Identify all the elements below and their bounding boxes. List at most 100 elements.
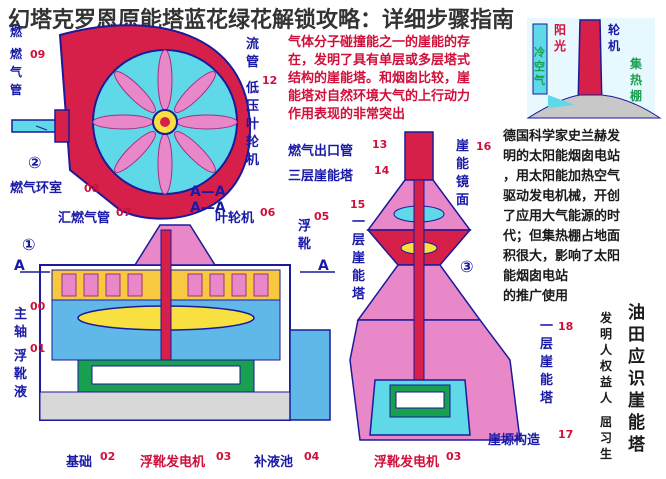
outlet-label: 燃气出口管 — [288, 143, 353, 159]
burner-label: 燃 — [10, 24, 23, 39]
desc-line-4: 能塔对自然环境大气的上行动力 — [288, 88, 470, 104]
combustion-ring-num: 08 — [84, 182, 99, 195]
mirror-num: 16 — [476, 140, 492, 153]
inventor-char-7: 屈 — [600, 415, 612, 429]
float-boot-label-2: 靴 — [298, 236, 311, 252]
fuel-pipe-label-2: 气 — [9, 64, 22, 79]
lp-impeller-label-2: 压 — [246, 99, 259, 114]
lp-impeller-label-5: 机 — [246, 152, 259, 168]
fuel-nozzle — [54, 109, 70, 143]
impeller-blades — [92, 49, 238, 195]
single-right-label-3: 崖 — [540, 354, 553, 370]
right-line-7: 积很大，影响了太阳 — [503, 248, 620, 264]
tower-diagram — [349, 131, 521, 441]
solar-chimney-diagram: 阳 光 冷 空 气 轮 机 集 热 棚 — [526, 18, 662, 119]
mirror-label-4: 面 — [456, 193, 469, 208]
triple-num: 14 — [374, 164, 390, 177]
lp-impeller-label-1: 低 — [245, 80, 259, 96]
vtitle-char-6: 能 — [628, 412, 645, 433]
shaft-label-1: 主 — [14, 306, 27, 322]
refill-pool-shape — [289, 329, 331, 421]
tower-generator-core — [395, 391, 445, 409]
float-liquid-label-2: 靴 — [14, 366, 27, 382]
sunlight-label-1: 阳 — [554, 22, 566, 37]
right-line-5: 了应用大气能源的时 — [503, 208, 620, 224]
float-liquid-label-1: 浮 — [14, 348, 27, 364]
shaft-num: 00 — [30, 300, 46, 313]
inventor-char-3: 人 — [600, 342, 613, 357]
outlet-num: 13 — [372, 138, 387, 151]
inventor-char-1: 发 — [599, 310, 613, 325]
turbine-top-view — [11, 24, 252, 220]
vtitle-char-4: 识 — [628, 369, 645, 389]
right-line-4: 驱动发电机械，开创 — [503, 188, 620, 204]
impeller-label: 叶轮机 — [215, 210, 254, 226]
combustion-ring-label: 燃气环室 — [10, 180, 62, 196]
collector-pipe-num: 07 — [116, 206, 131, 219]
tower-generator-num: 03 — [446, 450, 461, 463]
impeller-num: 06 — [260, 206, 276, 219]
flow-pipe-label-1: 流 — [246, 36, 259, 52]
description-top: 气体分子碰撞能之一的崖能的存 在，发明了具有单层或多层塔式 结构的崖能塔。和烟囱… — [288, 34, 470, 122]
collector-label-3: 棚 — [630, 88, 642, 103]
float-liquid-label-3: 液 — [14, 384, 27, 400]
triple-label: 三层崖能塔 — [288, 168, 354, 184]
single-left-label-1: 一 — [352, 215, 365, 230]
desc-line-2: 在，发明了具有单层或多层塔式 — [288, 52, 470, 68]
fuel-pipe-label-3: 管 — [10, 82, 22, 97]
vtitle-char-7: 塔 — [628, 434, 646, 455]
collector-label-2: 热 — [630, 72, 642, 87]
single-left-label-2: 层 — [352, 233, 365, 248]
section-label-top: A—A — [190, 184, 226, 200]
cold-air-label-3: 气 — [533, 73, 545, 87]
lp-impeller-num: 12 — [262, 74, 277, 87]
single-left-label-5: 塔 — [352, 286, 366, 302]
view-3-label: ③ — [460, 257, 474, 276]
right-line-2: 明的太阳能烟囱电站 — [503, 148, 620, 164]
base-label: 基础 — [65, 454, 92, 470]
inventor-char-2: 明 — [600, 327, 612, 341]
a-right-label: A — [318, 258, 329, 274]
cross-section-diagram — [20, 224, 335, 421]
inventor-credit: 发 明 人 权 益 人 屈 习 生 — [599, 310, 613, 461]
section-label-bottom: A—A — [190, 200, 226, 216]
mirror-label-3: 镜 — [456, 174, 469, 190]
single-right-label-4: 能 — [540, 372, 553, 388]
refill-pool-num: 04 — [304, 450, 320, 463]
foundation-label: 崖塬构造 — [488, 432, 541, 448]
mirror-label-1: 崖 — [456, 138, 469, 154]
single-left-label-3: 崖 — [352, 250, 365, 266]
generator-num: 03 — [216, 450, 231, 463]
turbine-label-2: 机 — [608, 38, 620, 53]
vtitle-char-3: 应 — [628, 346, 645, 367]
impeller-row — [61, 273, 269, 297]
single-right-label-2: 层 — [540, 337, 553, 352]
mirror-label-2: 能 — [456, 156, 469, 172]
right-line-6: 代；但集热棚占地面 — [502, 228, 620, 244]
collector-pipe-shape — [133, 224, 217, 266]
inventor-char-6: 人 — [600, 390, 613, 405]
right-line-9: 的推广使用 — [503, 288, 568, 304]
shaft-label-2: 轴 — [14, 324, 27, 340]
refill-pool-label: 补液池 — [253, 454, 293, 470]
right-line-3: ，用太阳能加热空气 — [503, 168, 620, 184]
float-boot-label-1: 浮 — [298, 218, 311, 234]
cold-air-label-1: 冷 — [534, 45, 545, 59]
tower-central-shaft — [413, 179, 425, 381]
vtitle-char-2: 田 — [628, 325, 645, 345]
desc-line-3: 结构的崖能塔。和烟囱比较，崖 — [288, 70, 470, 86]
fuel-pipe-label-1: 燃 — [10, 46, 23, 61]
cold-air-stream — [532, 23, 548, 95]
base-shape — [39, 391, 291, 421]
single-right-label-5: 塔 — [540, 390, 554, 406]
single-left-num: 15 — [350, 198, 365, 211]
float-liquid-num: 01 — [30, 342, 45, 355]
cold-air-label-2: 空 — [534, 59, 545, 73]
inventor-char-4: 权 — [599, 358, 613, 373]
tower-generator-label: 浮靴发电机 — [374, 454, 439, 470]
desc-line-1: 气体分子碰撞能之一的崖能的存 — [288, 34, 470, 50]
view-2-label: ② — [28, 153, 42, 172]
description-right: 德国科学家史兰赫发 明的太阳能烟囱电站 ，用太阳能加热空气 驱动发电机械，开创 … — [502, 128, 621, 304]
view-1-label: ① — [22, 235, 36, 254]
